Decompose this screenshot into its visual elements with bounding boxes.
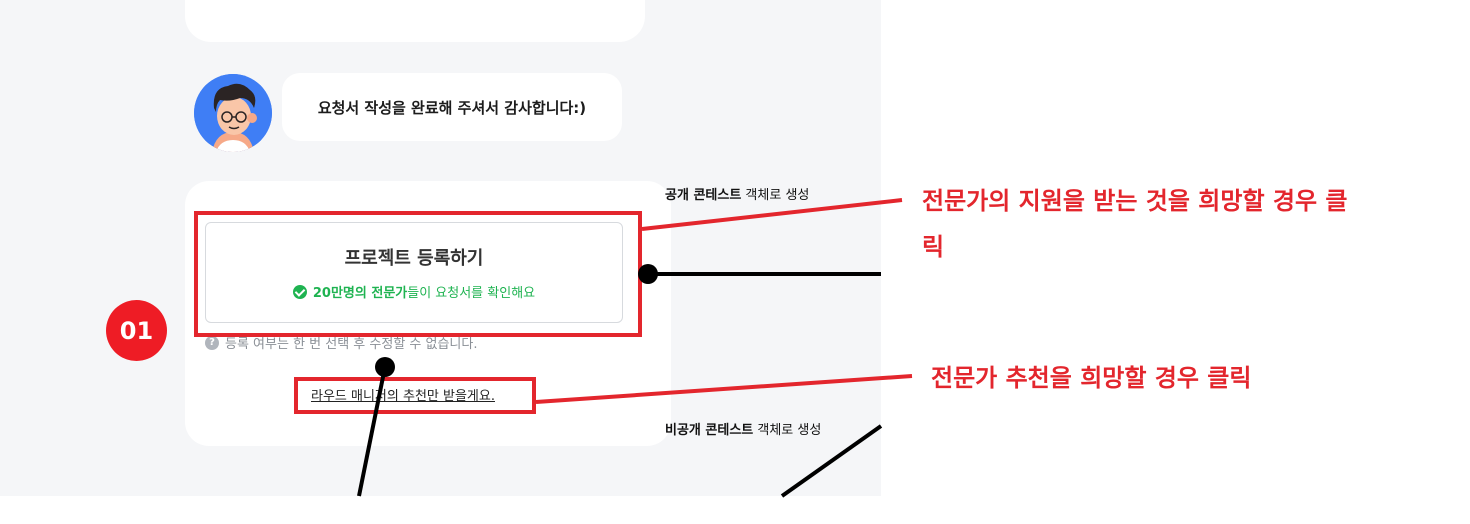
assistant-avatar	[194, 74, 272, 152]
annotation-arrow-recommend	[535, 374, 913, 404]
flow-line-manager	[357, 366, 387, 497]
registration-notice-text: 등록 여부는 한 번 선택 후 수정할 수 없습니다.	[225, 337, 478, 352]
annotation-expert-recommend: 전문가 추천을 희망할 경우 클릭	[931, 364, 1252, 392]
previous-card	[185, 0, 645, 42]
manager-recommend-link[interactable]: 라우드 매니저의 추천만 받을게요.	[311, 389, 495, 404]
register-project-title: 프로젝트 등록하기	[344, 248, 484, 269]
annotation-expert-apply: 전문가의 지원을 받는 것을 희망할 경우 클 릭	[922, 178, 1348, 270]
highlight-manager-link	[294, 377, 536, 414]
annotation-arrow-apply	[641, 198, 903, 231]
flow-node-public	[638, 264, 658, 284]
public-contest-bold: 공개 콘테스트	[665, 188, 742, 203]
expert-check-text: 들이 요청서를 확인해요	[407, 286, 536, 301]
check-circle-icon	[292, 284, 307, 299]
private-contest-rest: 객체로 생성	[753, 423, 822, 438]
step-badge: 01	[106, 300, 167, 361]
question-icon: ?	[205, 335, 219, 350]
flow-line-private	[780, 424, 883, 498]
chat-bubble-text: 요청서 작성을 완료해 주셔서 감사합니다:)	[317, 98, 587, 117]
annotation-expert-apply-line1: 전문가의 지원을 받는 것을 희망할 경우 클	[922, 187, 1348, 215]
private-contest-bold: 비공개 콘테스트	[665, 423, 754, 438]
register-project-button[interactable]: 프로젝트 등록하기 20만명의 전문가들이 요청서를 확인해요	[205, 222, 623, 323]
register-project-subtitle: 20만명의 전문가들이 요청서를 확인해요	[292, 282, 536, 301]
public-contest-label: 공개 콘테스트 객체로 생성	[665, 184, 809, 203]
registration-notice: ? 등록 여부는 한 번 선택 후 수정할 수 없습니다.	[205, 333, 477, 352]
annotation-expert-apply-line2: 릭	[922, 233, 945, 261]
private-contest-label: 비공개 콘테스트 객체로 생성	[665, 419, 821, 438]
flow-node-manager	[375, 357, 395, 377]
public-contest-rest: 객체로 생성	[741, 188, 810, 203]
chat-bubble: 요청서 작성을 완료해 주셔서 감사합니다:)	[282, 73, 622, 141]
expert-count-text: 20만명의 전문가	[312, 286, 408, 301]
